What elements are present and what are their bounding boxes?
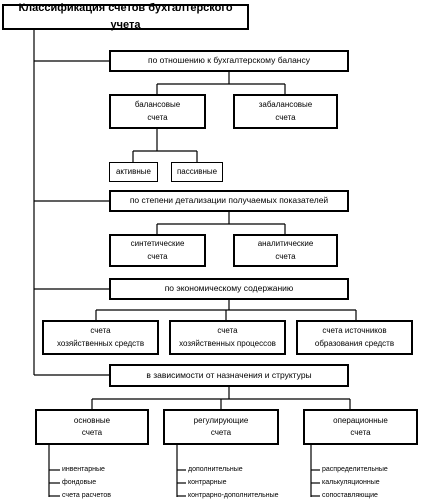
analytic-accounts-line2: счета: [275, 251, 296, 261]
main-accounts-line1: основные: [73, 415, 111, 425]
household-assets-box: счета хозяйственных средств: [42, 320, 159, 355]
group-balance-box: по отношению к бухгалтерскому балансу: [109, 50, 349, 72]
group-purpose-label: в зависимости от назначения и структуры: [146, 369, 312, 380]
funding-sources-box: счета источников образования средств: [296, 320, 413, 355]
balance-accounts-line2: счета: [147, 112, 168, 122]
regulating-item-contra: контрарные: [188, 479, 227, 486]
household-assets-line1: счета: [90, 326, 111, 336]
main-accounts-box: основные счета: [35, 409, 149, 445]
group-balance-label: по отношению к бухгалтерскому балансу: [147, 55, 310, 66]
group-economic-label: по экономическому содержанию: [164, 283, 294, 294]
analytic-accounts-line1: аналитические: [257, 239, 314, 249]
group-detail-label: по степени детализации получаемых показа…: [129, 195, 329, 206]
operational-item-comparison: сопоставляющие: [322, 492, 378, 499]
household-processes-line1: счета: [217, 326, 238, 336]
regulating-accounts-box: регулирующие счета: [163, 409, 279, 445]
group-purpose-box: в зависимости от назначения и структуры: [109, 364, 349, 387]
main-item-fund: фондовые: [62, 479, 97, 486]
diagram-title: Классификация счетов бухгалтерского учет…: [2, 2, 249, 31]
synthetic-accounts-line1: синтетические: [130, 239, 185, 249]
funding-sources-line1: счета источников: [322, 326, 387, 336]
analytic-accounts-box: аналитические счета: [233, 234, 338, 267]
active-accounts-label: активные: [115, 166, 152, 176]
group-detail-box: по степени детализации получаемых показа…: [109, 190, 349, 212]
balance-accounts-box: балансовые счета: [109, 94, 206, 129]
household-assets-line2: хозяйственных средств: [56, 338, 145, 348]
passive-accounts-label: пассивные: [176, 166, 218, 176]
operational-item-distribution: распределительные: [322, 466, 388, 473]
offbalance-accounts-line2: счета: [275, 112, 296, 122]
main-item-settlement: счета расчетов: [62, 492, 111, 499]
diagram-title-text: Классификация счетов бухгалтерского учет…: [18, 1, 233, 31]
household-processes-box: счета хозяйственных процессов: [169, 320, 286, 355]
balance-accounts-line1: балансовые: [134, 100, 181, 110]
regulating-item-contra-additional: контрарно-дополнительные: [188, 492, 279, 499]
regulating-accounts-line1: регулирующие: [193, 415, 249, 425]
funding-sources-line2: образования средств: [314, 338, 395, 348]
group-economic-box: по экономическому содержанию: [109, 278, 349, 300]
offbalance-accounts-box: забалансовые счета: [233, 94, 338, 129]
operational-accounts-line2: счета: [350, 428, 371, 437]
synthetic-accounts-box: синтетические счета: [109, 234, 206, 267]
household-processes-line2: хозяйственных процессов: [179, 338, 276, 348]
offbalance-accounts-line1: забалансовые: [258, 100, 313, 110]
passive-accounts-box: пассивные: [171, 162, 223, 182]
regulating-item-additional: дополнительные: [188, 466, 243, 473]
synthetic-accounts-line2: счета: [147, 251, 168, 261]
regulating-accounts-line2: счета: [210, 428, 232, 437]
active-accounts-box: активные: [109, 162, 158, 182]
main-item-inventory: инвентарные: [62, 466, 105, 473]
operational-accounts-box: операционные счета: [303, 409, 418, 445]
operational-accounts-line1: операционные: [333, 415, 388, 425]
main-accounts-line2: счета: [81, 428, 103, 437]
operational-item-calculation: калькуляционные: [322, 479, 380, 486]
